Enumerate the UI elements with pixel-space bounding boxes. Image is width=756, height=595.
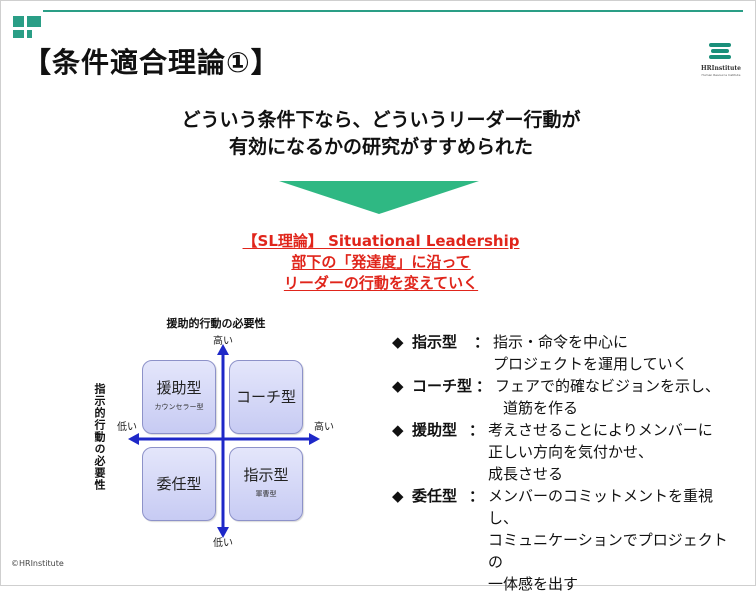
leadership-type-list: ◆ 指示型 ： 指示・命令を中心に プロジェクトを運用していく ◆ コーチ型 ：… — [392, 331, 742, 595]
type-name: 指示型 — [412, 333, 458, 351]
quadrant-coach-name: コーチ型 — [235, 388, 296, 406]
type-desc-line: 正しい方向を気付かせ、 — [488, 443, 654, 461]
type-colon: ： — [474, 333, 490, 351]
quadrant-delegate: 委任型 — [142, 447, 216, 521]
corner-decoration — [13, 30, 24, 38]
type-description: メンバーのコミットメントを重視し、 コミュニケーションでプロジェクトの 一体感を… — [488, 485, 742, 595]
type-desc-line: フェアで的確なビジョンを示し、 — [495, 377, 721, 395]
sl-line-2: 部下の「発達度」に沿って — [291, 253, 471, 271]
lead-text: どういう条件下なら、どういうリーダー行動が 有効になるかの研究がすすめられた — [101, 107, 661, 161]
down-arrow-icon — [279, 181, 479, 214]
list-item: ◆ 援助型 ： 考えさせることによりメンバーに 正しい方向を気付かせ、 成長させ… — [392, 419, 742, 485]
axis-label-high-top: 高い — [213, 336, 233, 347]
quadrant-directive-sub: 軍曹型 — [255, 490, 277, 498]
type-desc-line: 一体感を出す — [488, 575, 579, 593]
diamond-bullet-icon: ◆ — [392, 333, 404, 351]
diamond-bullet-icon: ◆ — [392, 421, 404, 439]
arrowhead-right-icon — [309, 433, 320, 445]
type-description: フェアで的確なビジョンを示し、 道筋を作る — [495, 375, 742, 419]
quadrant-directive-name: 指示型 — [243, 466, 289, 484]
corner-decoration — [13, 16, 24, 27]
arrowhead-left-icon — [128, 433, 139, 445]
list-item: ◆ 指示型 ： 指示・命令を中心に プロジェクトを運用していく — [392, 331, 742, 375]
type-colon: ： — [469, 421, 485, 439]
sl-line-1: 【SL理論】 Situational Leadership — [242, 232, 520, 250]
diamond-bullet-icon: ◆ — [392, 377, 404, 395]
lead-line-1: どういう条件下なら、どういうリーダー行動が — [181, 109, 581, 131]
type-colon: ： — [469, 487, 485, 505]
sl-line-3: リーダーの行動を変えていく — [283, 274, 479, 292]
y-axis-title: 援助的行動の必要性 — [166, 317, 266, 330]
corner-decoration — [27, 16, 41, 27]
type-desc-line: 道筋を作る — [503, 399, 579, 417]
quadrant-support-sub: カウンセラー型 — [154, 403, 204, 411]
quadrant-delegate-name: 委任型 — [156, 475, 202, 493]
copyright-text: ©HRInstitute — [11, 559, 64, 568]
type-name: 援助型 — [412, 421, 458, 439]
type-desc-line: コミュニケーションでプロジェクトの — [488, 531, 728, 571]
list-item: ◆ 委任型 ： メンバーのコミットメントを重視し、 コミュニケーションでプロジェ… — [392, 485, 742, 595]
diamond-bullet-icon: ◆ — [392, 487, 404, 505]
quadrant-coach: コーチ型 — [229, 360, 303, 434]
type-desc-line: 考えさせることによりメンバーに — [488, 421, 713, 439]
list-item: ◆ コーチ型 ： フェアで的確なビジョンを示し、 道筋を作る — [392, 375, 742, 419]
type-desc-line: メンバーのコミットメントを重視し、 — [488, 487, 714, 527]
logo-name: HRInstitute — [701, 65, 741, 72]
x-axis-title: 指示的行動の必要性 — [93, 383, 106, 491]
quadrant-directive: 指示型 軍曹型 — [229, 447, 303, 521]
type-description: 指示・命令を中心に プロジェクトを運用していく — [493, 331, 742, 375]
axis-label-low-bottom: 低い — [213, 538, 233, 549]
lead-line-2: 有効になるかの研究がすすめられた — [228, 136, 533, 158]
type-desc-line: プロジェクトを運用していく — [493, 355, 688, 373]
type-colon: ： — [476, 377, 492, 395]
quadrant-support-name: 援助型 — [156, 379, 202, 397]
type-name: 委任型 — [412, 487, 458, 505]
header-rule — [43, 10, 743, 12]
hrinstitute-logo: HRInstitute Human Resource Institute — [701, 43, 741, 77]
axis-label-low-left: 低い — [117, 422, 137, 433]
logo-tagline: Human Resource Institute — [701, 73, 741, 77]
quadrant-support: 援助型 カウンセラー型 — [142, 360, 216, 434]
type-desc-line: 指示・命令を中心に — [493, 333, 629, 351]
slide-title: 【条件適合理論①】 — [23, 46, 280, 79]
type-desc-line: 成長させる — [488, 465, 564, 483]
axis-label-high-right: 高い — [314, 422, 334, 433]
sl-theory-text: 【SL理論】 Situational Leadership 部下の「発達度」に沿… — [161, 231, 601, 294]
corner-decoration — [27, 30, 32, 38]
type-name: コーチ型 — [412, 377, 473, 395]
type-description: 考えさせることによりメンバーに 正しい方向を気付かせ、 成長させる — [488, 419, 742, 485]
